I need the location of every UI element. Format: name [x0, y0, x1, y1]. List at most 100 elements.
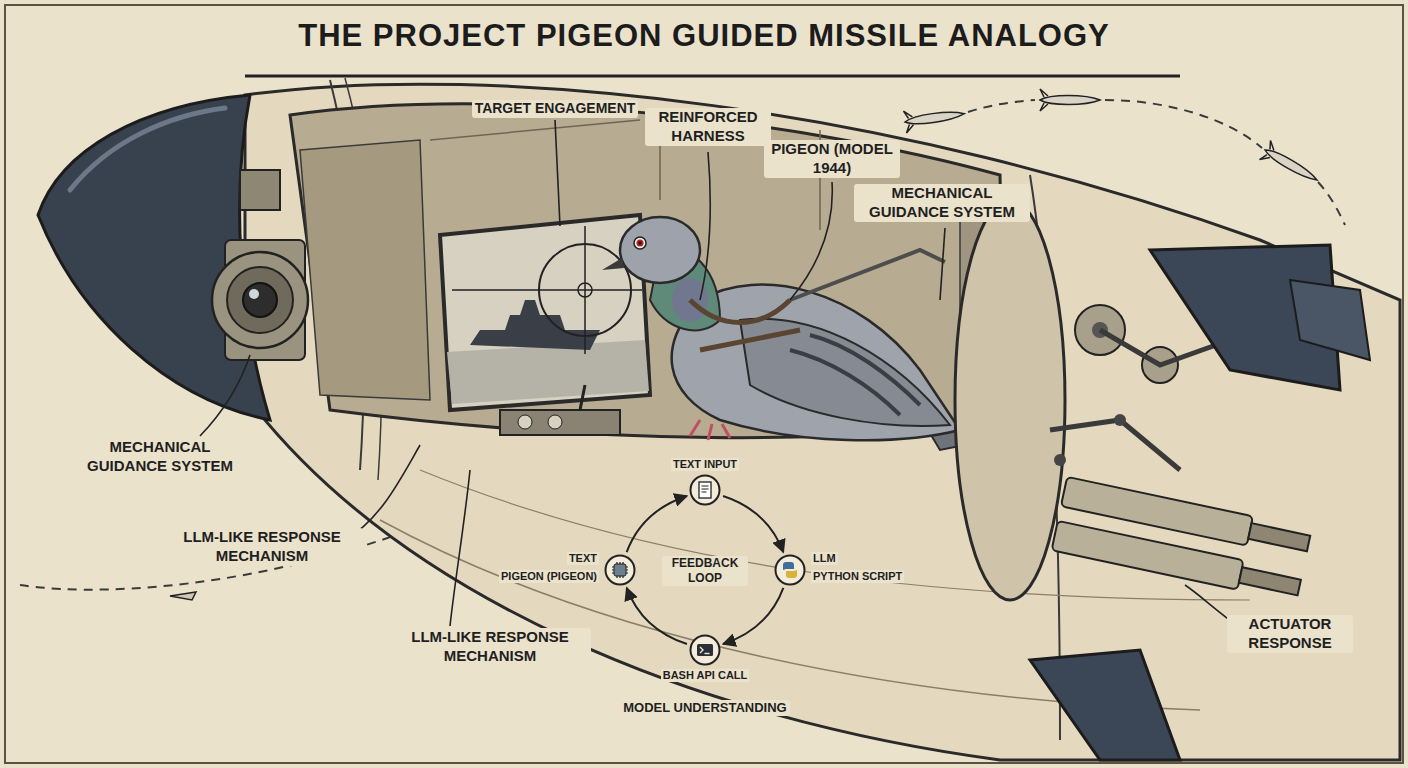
target-screen: [440, 215, 650, 435]
actuator-mechanism-part: [1054, 454, 1066, 466]
node-icon: [783, 562, 794, 570]
title-underline: [245, 75, 1180, 78]
tail-fins-part: [1030, 650, 1180, 760]
missile-trajectory-part: [1040, 89, 1100, 111]
flow-arrow: [723, 496, 783, 552]
frame: [5, 5, 1403, 763]
pigeon-part: [634, 237, 646, 249]
node-circle-outline: [691, 476, 720, 505]
leader-lines-part: [200, 355, 250, 436]
node-circle-outline: [691, 636, 720, 665]
tail-fins-part: [1290, 280, 1370, 360]
leader-lines-part: [940, 228, 945, 300]
missile-trajectory-part-part: [1260, 140, 1278, 163]
camera-guidance-unit-part: [212, 252, 308, 348]
missile-trajectory-part-part: [904, 109, 965, 126]
callout-label: FEEDBACK LOOP: [662, 556, 748, 586]
loop-node: BASH API CALL: [689, 634, 721, 666]
pigeon-part: [620, 217, 700, 283]
pigeon-part: [690, 300, 800, 350]
leader-lines-part: [345, 445, 420, 540]
node-label: TEXT INPUT: [671, 458, 739, 471]
node-circle: [689, 634, 721, 666]
target-screen-part: [500, 410, 620, 435]
bottom-trajectory-part: [170, 592, 196, 600]
callout-label: TARGET ENGAGEMENT: [472, 100, 639, 118]
target-screen-part: [440, 215, 650, 410]
camera-guidance-unit-part: [249, 289, 259, 299]
actuator-mechanism-part: [955, 200, 1065, 600]
callout-label: MODEL UNDERSTANDING: [620, 700, 789, 716]
pigeon-part: [690, 420, 730, 440]
camera-guidance-unit: [212, 170, 308, 360]
pigeon-part: [790, 250, 945, 300]
node-label: PYTHON SCRIPT: [811, 570, 904, 583]
loop-node: LLMPYTHON SCRIPT: [774, 554, 806, 586]
callout-label: REINFORCED HARNESS: [645, 108, 771, 146]
callout-label: LLM-LIKE RESPONSE MECHANISM: [162, 528, 363, 566]
node-circle-outline: [606, 556, 635, 585]
leader-lines-part: [450, 470, 470, 626]
node-icon: [697, 644, 713, 656]
missile-trajectory-part: [1260, 140, 1323, 189]
node-label: LLM: [811, 552, 838, 565]
loop-node: TEXT INPUT: [689, 474, 721, 506]
target-screen-part: [580, 385, 585, 410]
callout-label: MECHANICAL GUIDANCE SYSTEM: [854, 184, 1030, 222]
node-icon: [699, 482, 711, 498]
pigeon-part: [790, 335, 920, 415]
cutaway-interior-part: [290, 104, 1005, 438]
actuator-mechanism-part: [1050, 330, 1230, 470]
flow-arrow: [627, 496, 687, 552]
target-screen-part: [548, 415, 562, 429]
actuator-mechanism-part: [1114, 414, 1126, 426]
loop-node: TEXTPIGEON (PIGEON): [604, 554, 636, 586]
node-circle: [604, 554, 636, 586]
callout-label: LLM-LIKE RESPONSE MECHANISM: [390, 628, 591, 666]
leader-lines-part: [555, 120, 560, 226]
node-icon: [612, 562, 628, 578]
callout-label: ACTUATOR RESPONSE: [1227, 615, 1353, 653]
node-label: TEXT: [567, 552, 599, 565]
actuator-mechanism-part: [1052, 477, 1312, 602]
leader-lines-part: [790, 182, 832, 300]
missile-trajectory-part-part: [1263, 146, 1319, 184]
node-circle: [689, 474, 721, 506]
cutaway-interior-part: [300, 140, 430, 400]
node-circle-outline: [776, 556, 805, 585]
camera-guidance-unit-part: [243, 283, 277, 317]
missile-trajectory-part-part: [903, 110, 914, 133]
node-icon: [702, 486, 709, 492]
camera-guidance-unit-part: [240, 170, 280, 210]
target-screen-part: [447, 340, 649, 404]
actuator-mechanism-part-part: [1052, 521, 1244, 590]
node-label: BASH API CALL: [661, 669, 750, 682]
callout-label: MECHANICAL GUIDANCE SYSTEM: [72, 438, 248, 476]
node-label: PIGEON (PIGEON): [499, 570, 599, 583]
actuator-mechanism-part-part: [1248, 523, 1310, 551]
diagram-title: THE PROJECT PIGEON GUIDED MISSILE ANALOG…: [0, 18, 1408, 54]
tail-fins: [1030, 245, 1370, 760]
target-screen-part: [518, 415, 532, 429]
camera-guidance-unit-part: [227, 267, 293, 333]
missile-hull: [245, 78, 1400, 760]
missile-trajectory-part: [903, 103, 965, 133]
node-icon: [614, 564, 626, 576]
leader-lines-part: [700, 152, 710, 300]
actuator-mechanism-part-part: [1239, 567, 1301, 595]
callout-label: PIGEON (MODEL 1944): [764, 140, 900, 178]
node-icon: [786, 570, 797, 578]
missile-hull-part: [245, 84, 1400, 760]
flow-arrow: [627, 588, 687, 644]
cutaway-interior: [290, 104, 1005, 438]
target-screen-part: [452, 226, 642, 354]
pigeon-part: [602, 258, 624, 270]
target-screen-part: [470, 300, 600, 350]
flow-arrow: [723, 588, 783, 644]
nose-cone-part: [70, 108, 225, 190]
missile-trajectory-part-part: [1040, 96, 1100, 105]
pigeon-part: [637, 240, 644, 247]
pigeon: [602, 217, 990, 450]
node-icon: [700, 647, 710, 654]
